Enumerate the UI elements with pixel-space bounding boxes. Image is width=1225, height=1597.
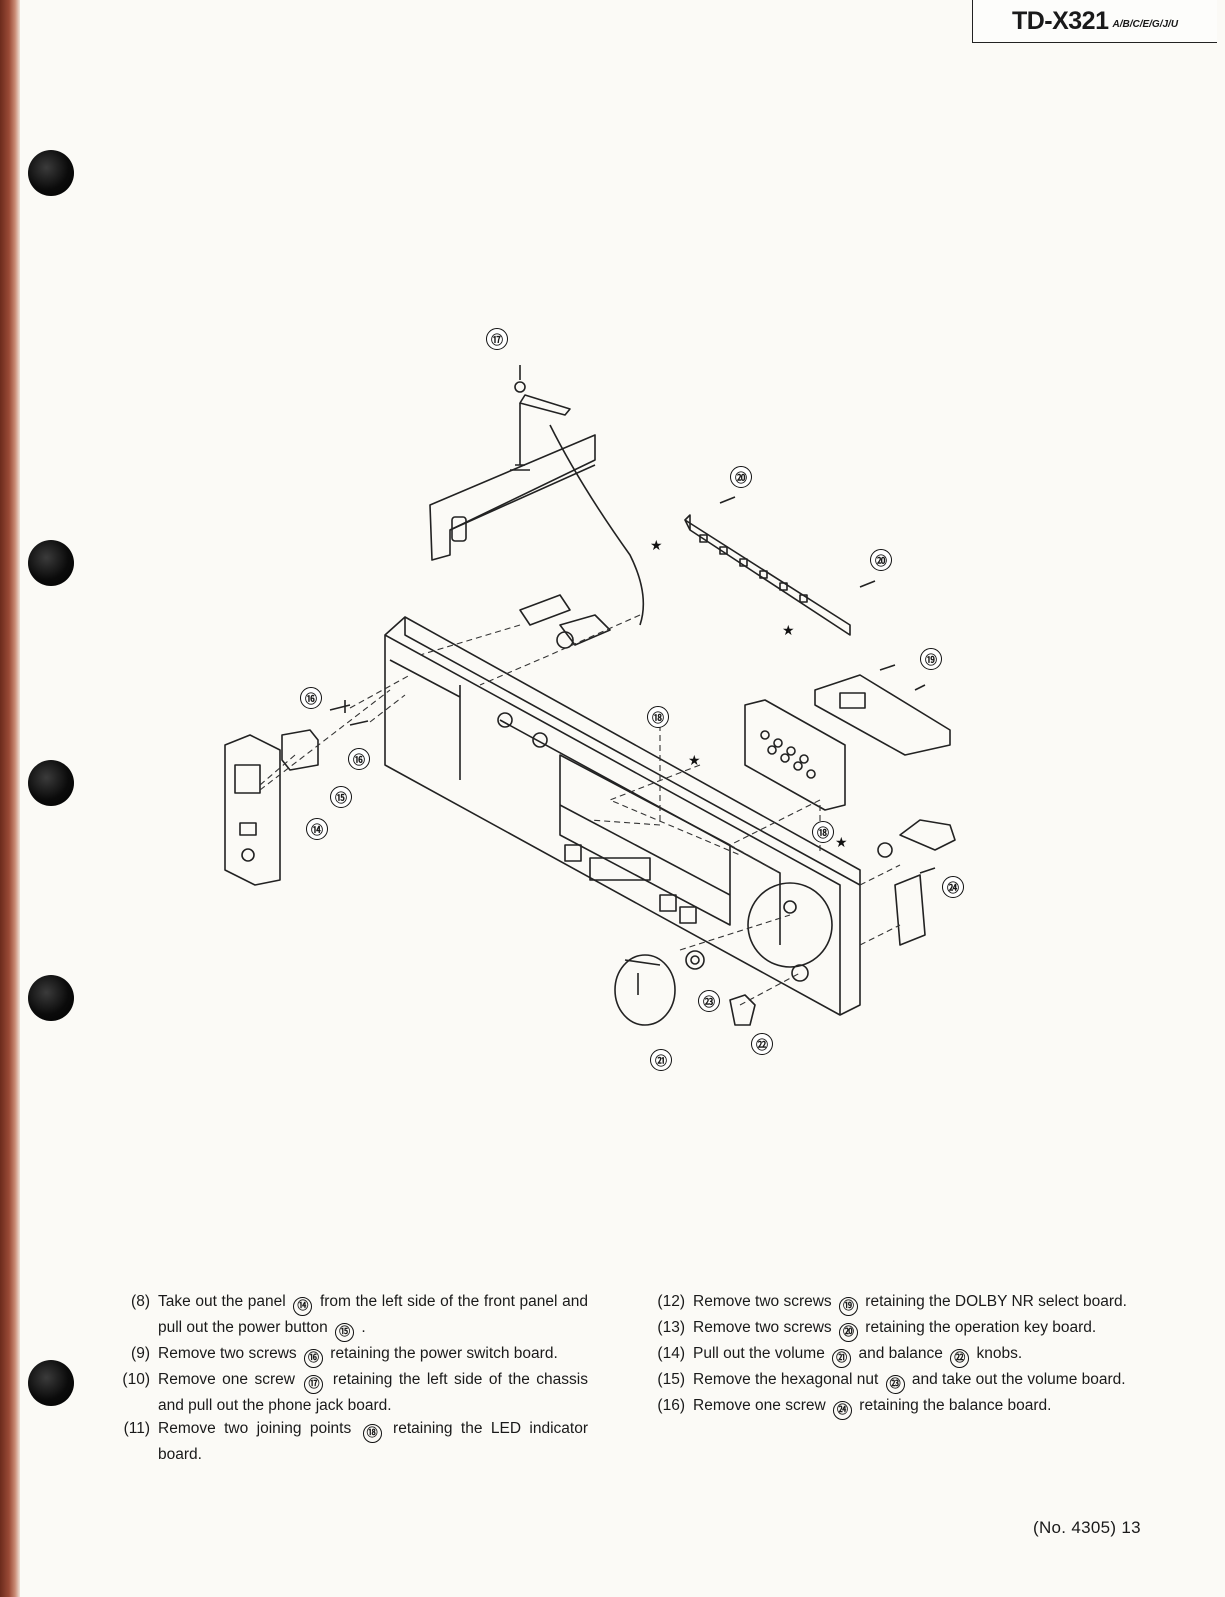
callout-24: ㉔	[942, 876, 964, 898]
part-ref-15: ⑮	[335, 1323, 355, 1342]
step-text-part: .	[357, 1319, 366, 1336]
step-text-part: Remove two screws	[693, 1293, 836, 1310]
step-10: (10) Remove one screw ⑰ retaining the le…	[108, 1368, 588, 1417]
callout-19: ⑲	[920, 648, 942, 670]
step-number: (9)	[131, 1345, 150, 1362]
step-text-part: retaining the left side of the chassis a…	[158, 1371, 588, 1414]
binding-edge	[0, 0, 20, 1597]
part-ref-19: ⑲	[838, 1297, 858, 1316]
step-text-part: Pull out the volume	[693, 1345, 830, 1362]
step-text-part: Remove two joining points	[158, 1420, 360, 1437]
step-text-part: Remove one screw	[158, 1371, 302, 1388]
punch-hole	[28, 150, 74, 196]
callout-21: ㉑	[650, 1049, 672, 1071]
callout-20: ⑳	[870, 549, 892, 571]
step-text-part: Remove two screws	[158, 1345, 301, 1362]
part-ref-14: ⑭	[293, 1297, 313, 1316]
part-ref-18: ⑱	[362, 1424, 382, 1443]
step-text-part: retaining the DOLBY NR select board.	[860, 1293, 1127, 1310]
step-12: (12) Remove two screws ⑲ retaining the D…	[643, 1290, 1133, 1316]
step-number: (10)	[122, 1371, 150, 1388]
step-text-part: retaining the LED indicator board.	[158, 1420, 588, 1463]
step-text: Remove one screw ⑰ retaining the left si…	[158, 1368, 588, 1417]
step-number: (13)	[657, 1319, 685, 1336]
exploded-view-diagram: ★ ★ ★ ★ ⑰ ⑳ ⑳ ⑲ ⑯ ⑯ ⑮ ⑭ ⑱ ⑱ ㉔ ㉓ ㉒ ㉑	[220, 325, 980, 1095]
punch-hole	[28, 1360, 74, 1406]
punch-hole	[28, 975, 74, 1021]
callout-22: ㉒	[751, 1033, 773, 1055]
callout-14: ⑭	[306, 818, 328, 840]
callout-20: ⑳	[730, 466, 752, 488]
step-text-part: Remove two screws	[693, 1319, 836, 1336]
svg-text:★: ★	[650, 538, 663, 554]
callout-15: ⑮	[330, 786, 352, 808]
step-15: (15) Remove the hexagonal nut ㉓ and take…	[643, 1368, 1133, 1394]
step-text: Remove one screw ㉔ retaining the balance…	[693, 1394, 1133, 1420]
part-ref-16: ⑯	[303, 1349, 323, 1368]
callout-18: ⑱	[812, 821, 834, 843]
svg-text:★: ★	[835, 835, 848, 851]
callout-18: ⑱	[647, 706, 669, 728]
document-number: (No. 4305)	[1033, 1518, 1117, 1537]
instructions-right: (12) Remove two screws ⑲ retaining the D…	[643, 1290, 1133, 1420]
punch-hole	[28, 540, 74, 586]
step-text: Pull out the volume ㉑ and balance ㉒ knob…	[693, 1342, 1133, 1368]
punch-hole	[28, 760, 74, 806]
callout-17: ⑰	[486, 328, 508, 350]
step-text-part: retaining the operation key board.	[860, 1319, 1097, 1336]
step-number: (14)	[657, 1345, 685, 1362]
step-text: Remove two screws ⑯ retaining the power …	[158, 1342, 588, 1368]
part-ref-22: ㉒	[950, 1349, 970, 1368]
step-8: (8) Take out the panel ⑭ from the left s…	[108, 1290, 588, 1342]
part-ref-21: ㉑	[832, 1349, 852, 1368]
callout-16: ⑯	[300, 687, 322, 709]
step-16: (16) Remove one screw ㉔ retaining the ba…	[643, 1394, 1133, 1420]
step-13: (13) Remove two screws ⑳ retaining the o…	[643, 1316, 1133, 1342]
step-text-part: retaining the power switch board.	[325, 1345, 558, 1362]
part-ref-20: ⑳	[838, 1323, 858, 1342]
step-text-part: and balance	[854, 1345, 948, 1362]
model-name: TD-X321	[1011, 6, 1109, 35]
step-number: (12)	[657, 1293, 685, 1310]
model-header: TD-X321 A/B/C/E/G/J/U	[972, 0, 1217, 43]
part-ref-24: ㉔	[832, 1401, 852, 1420]
page-number: 13	[1121, 1518, 1141, 1537]
svg-text:★: ★	[782, 623, 795, 639]
step-number: (15)	[657, 1371, 685, 1388]
step-text-part: Take out the panel	[158, 1293, 291, 1310]
callout-23: ㉓	[698, 990, 720, 1012]
step-text-part: Remove the hexagonal nut	[693, 1371, 883, 1388]
callout-16: ⑯	[348, 748, 370, 770]
step-number: (11)	[123, 1420, 150, 1437]
step-text: Take out the panel ⑭ from the left side …	[158, 1290, 588, 1342]
instructions-left: (8) Take out the panel ⑭ from the left s…	[108, 1290, 588, 1466]
model-suffix: A/B/C/E/G/J/U	[1112, 19, 1179, 30]
step-text: Remove two joining points ⑱ retaining th…	[158, 1417, 588, 1466]
svg-text:★: ★	[688, 753, 701, 769]
step-text-part: Remove one screw	[693, 1397, 830, 1414]
step-text-part: and take out the volume board.	[907, 1371, 1126, 1388]
part-ref-17: ⑰	[304, 1375, 324, 1394]
step-14: (14) Pull out the volume ㉑ and balance ㉒…	[643, 1342, 1133, 1368]
step-9: (9) Remove two screws ⑯ retaining the po…	[108, 1342, 588, 1368]
step-text: Remove two screws ⑲ retaining the DOLBY …	[693, 1290, 1133, 1316]
step-number: (16)	[657, 1397, 685, 1414]
page-footer: (No. 4305) 13	[1033, 1518, 1141, 1538]
step-text: Remove the hexagonal nut ㉓ and take out …	[693, 1368, 1133, 1394]
part-ref-23: ㉓	[885, 1375, 905, 1394]
step-text-part: retaining the balance board.	[854, 1397, 1052, 1414]
step-text-part: knobs.	[972, 1345, 1023, 1362]
exploded-view-drawing: ★ ★ ★ ★	[224, 365, 956, 1026]
step-text: Remove two screws ⑳ retaining the operat…	[693, 1316, 1133, 1342]
step-11: (11) Remove two joining points ⑱ retaini…	[108, 1417, 588, 1466]
step-text-part: from the left side of the front panel an…	[158, 1293, 588, 1336]
step-number: (8)	[131, 1293, 150, 1310]
